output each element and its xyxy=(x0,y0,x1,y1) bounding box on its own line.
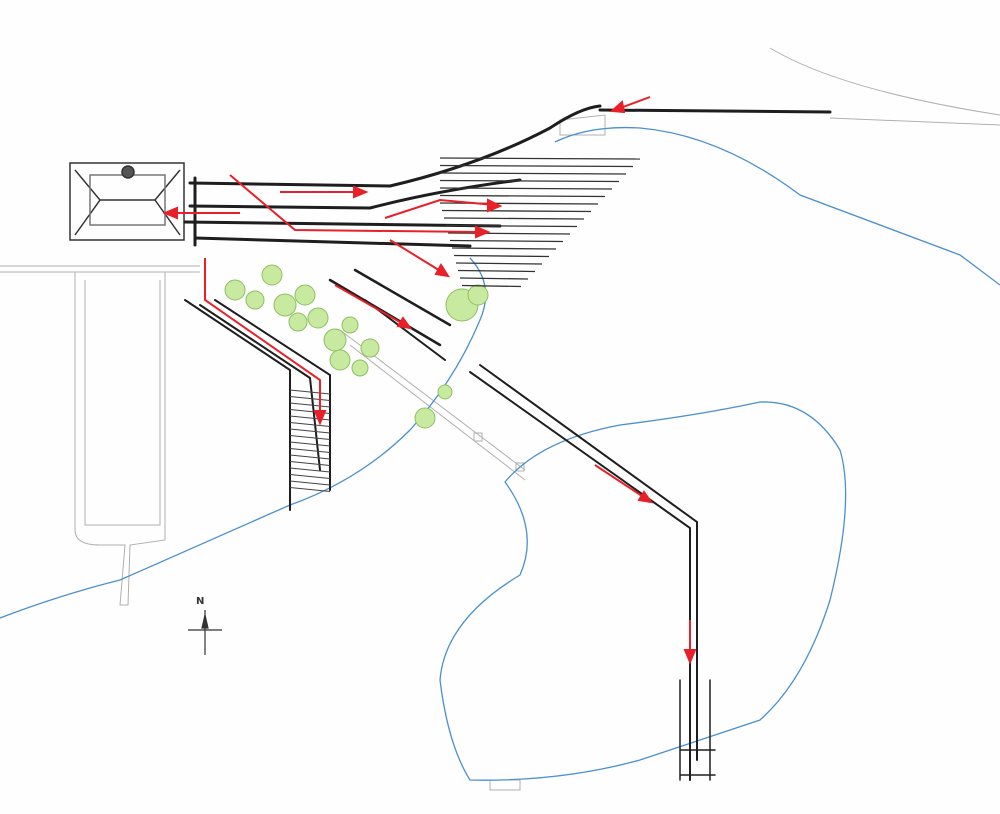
hatch-line xyxy=(457,269,536,273)
hatch-line xyxy=(289,461,331,466)
trees xyxy=(224,264,489,429)
hatch-line xyxy=(455,262,543,265)
shoreline-north xyxy=(554,126,1000,286)
hatch-line xyxy=(289,448,331,453)
hatch-line xyxy=(289,389,331,395)
hatch-line xyxy=(289,474,331,479)
context-lines xyxy=(0,47,1000,791)
hatch-line xyxy=(461,284,522,288)
hatch-line xyxy=(289,467,331,473)
roads xyxy=(183,104,832,781)
hatch-line xyxy=(439,157,641,160)
hatch-line xyxy=(453,254,550,258)
hatch-line xyxy=(289,435,331,440)
north-arrow-icon xyxy=(188,610,222,655)
hatch-line xyxy=(439,164,634,168)
hatch-line xyxy=(289,402,331,408)
hatch-line xyxy=(447,232,571,235)
shoreline-west xyxy=(0,257,487,619)
hatch-line xyxy=(449,239,564,243)
building xyxy=(69,162,185,241)
hatch-line xyxy=(289,480,331,486)
hatch-line xyxy=(289,441,331,447)
hatch-line xyxy=(289,422,331,427)
slope-hatching xyxy=(439,157,641,288)
hatch-line xyxy=(443,217,585,220)
hatch-line xyxy=(289,428,331,434)
hatch-line xyxy=(445,224,578,228)
stair-hatching xyxy=(289,389,331,492)
hatch-line xyxy=(439,187,613,190)
hatch-line xyxy=(441,209,592,213)
hatch-line xyxy=(439,172,627,175)
lake xyxy=(439,401,847,781)
hatch-line xyxy=(439,194,606,198)
hatch-line xyxy=(459,277,529,280)
hatch-line xyxy=(289,487,331,492)
compass-label: N xyxy=(196,596,205,607)
hatch-line xyxy=(289,396,331,401)
circulation-arrows xyxy=(162,96,697,665)
hatch-line xyxy=(289,415,331,421)
hatch-line xyxy=(451,247,557,250)
hatch-line xyxy=(439,179,620,183)
hatch-line xyxy=(289,454,331,460)
